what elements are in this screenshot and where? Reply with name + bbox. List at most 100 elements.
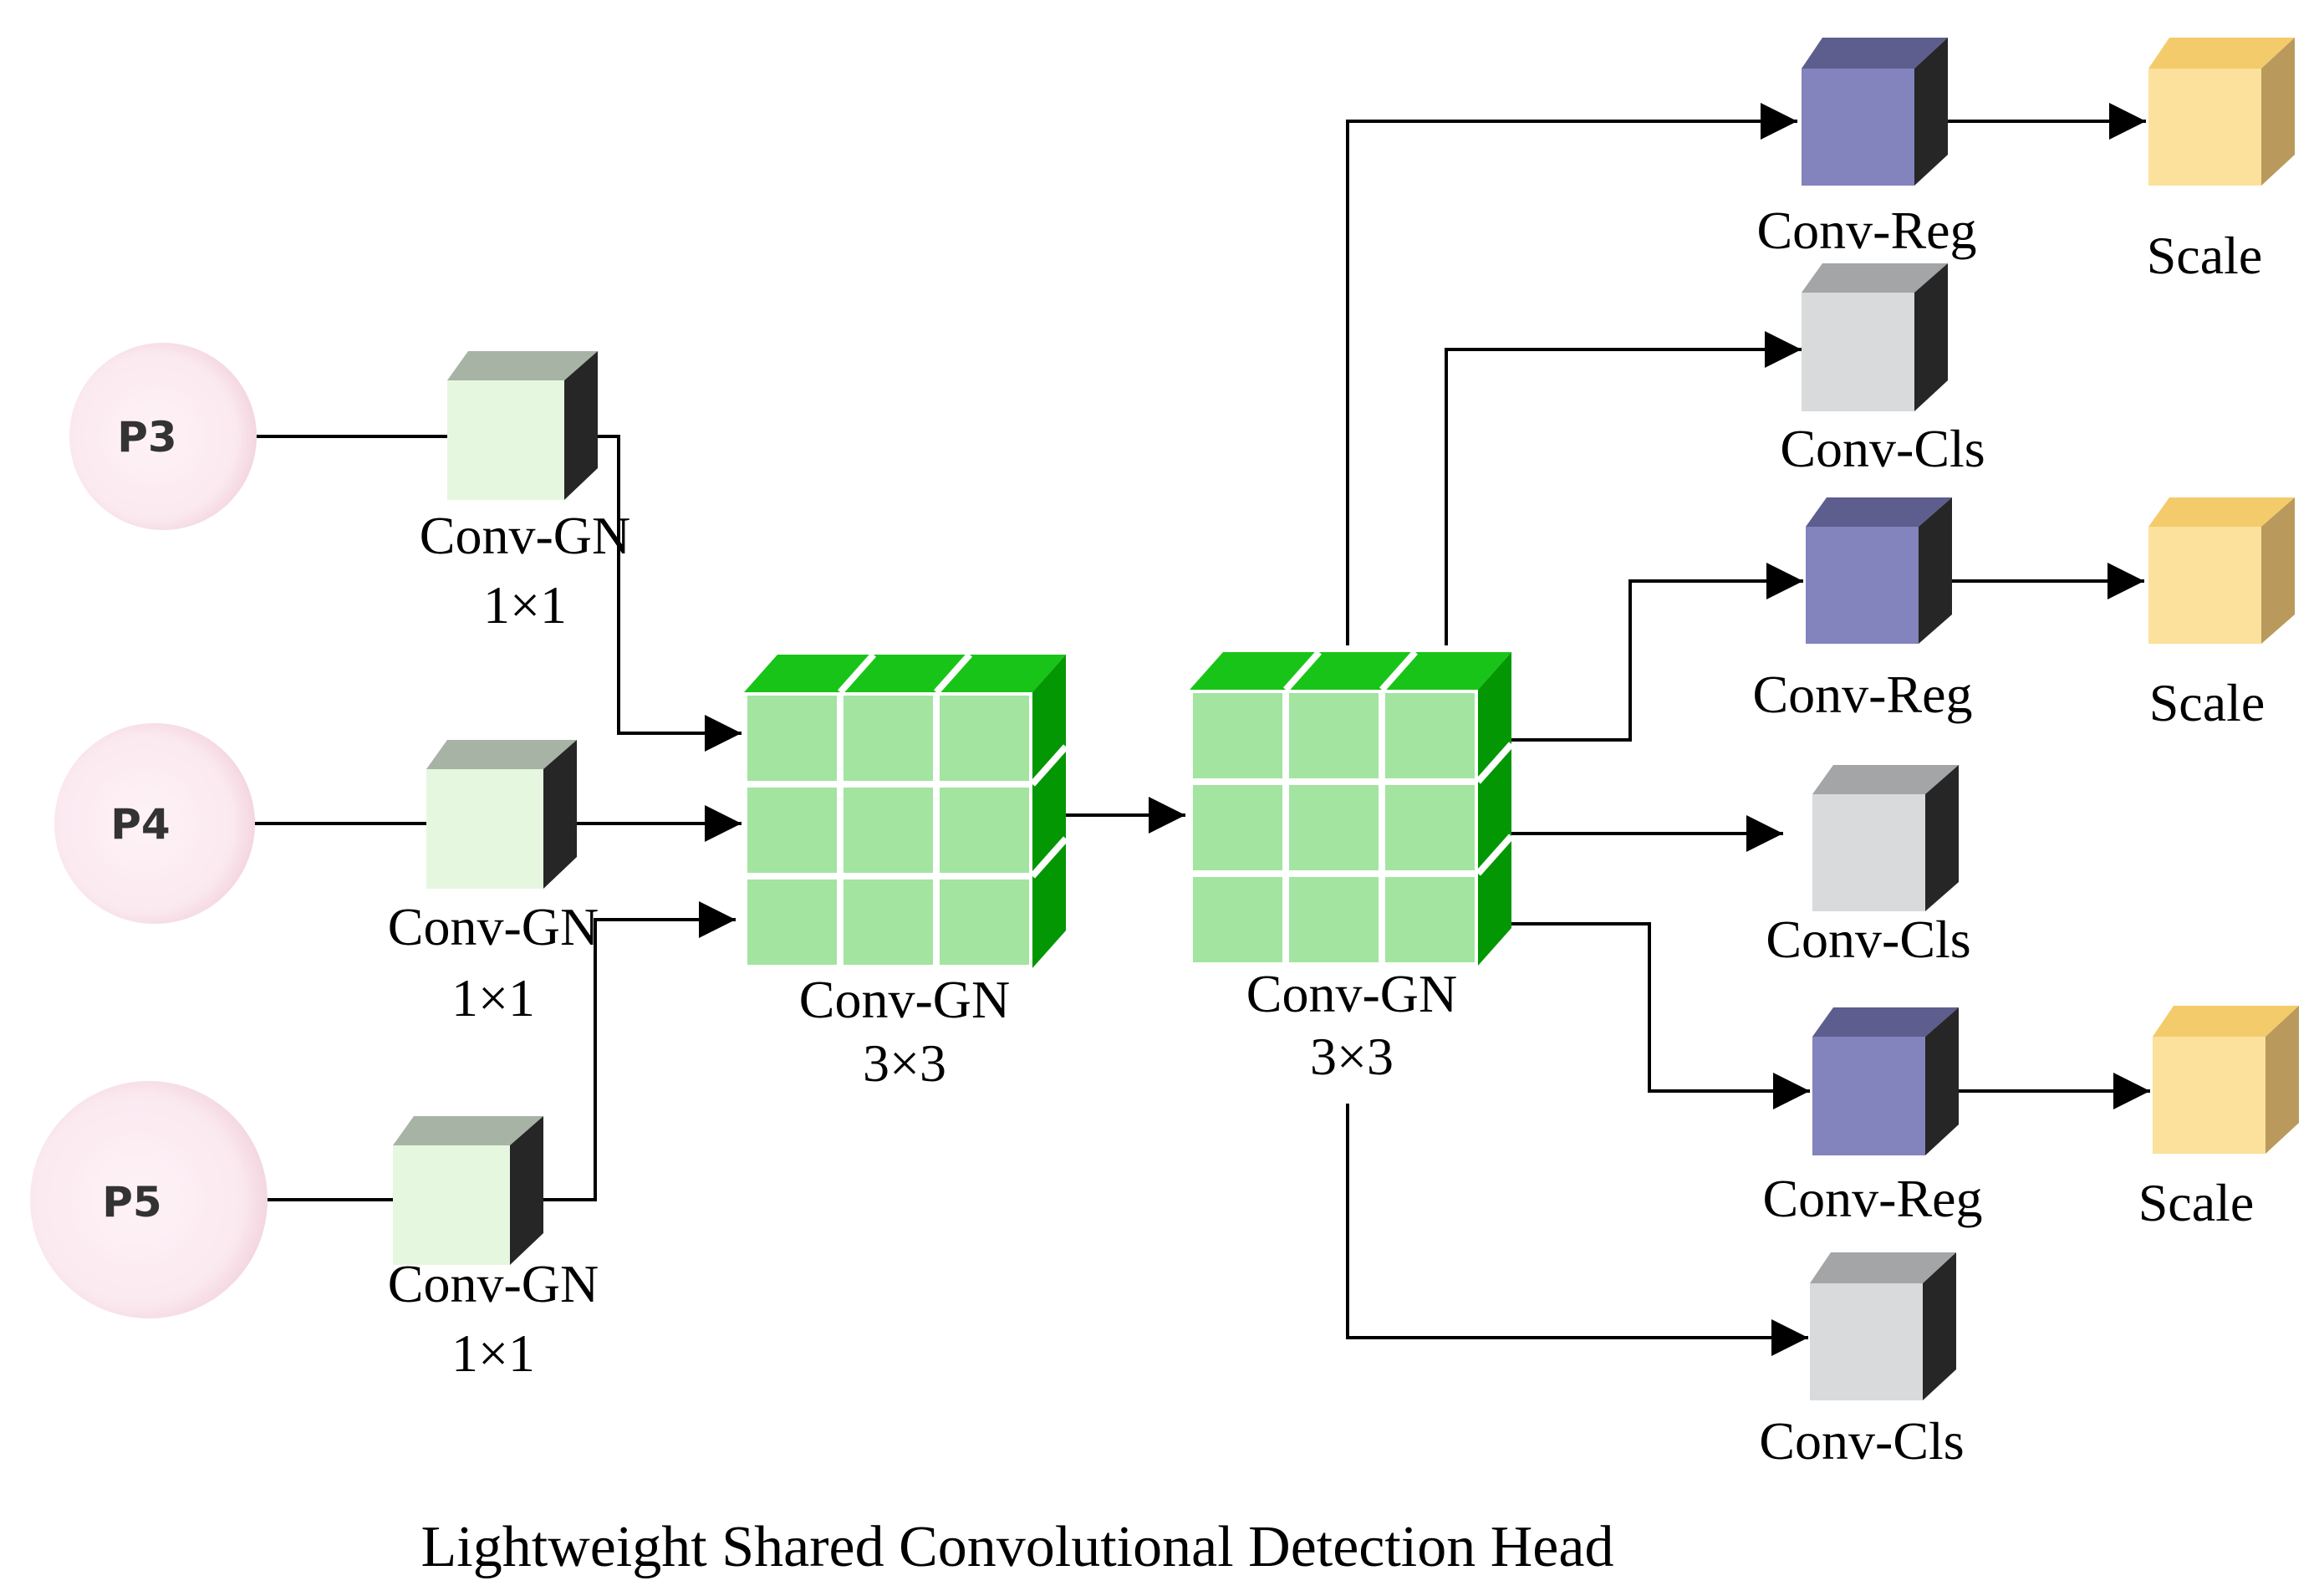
cube-side [1925, 1007, 1959, 1155]
cube-front [1810, 1283, 1923, 1400]
block-cell [940, 880, 1029, 965]
line-block2-to-reg1 [1346, 103, 1797, 645]
cube-side [543, 740, 577, 889]
block-cell [747, 880, 837, 965]
cube-front [1812, 794, 1925, 911]
conv1x1-1-name: Conv-GN [420, 506, 630, 565]
block-top-divider [1379, 650, 1418, 692]
line-block2-to-cls1 [1445, 331, 1802, 645]
cube-top [2153, 1006, 2299, 1037]
cube-front [426, 769, 543, 889]
input-circles: P3 P4 P5 [30, 343, 268, 1318]
line-block2-to-reg2 [1509, 563, 1803, 742]
input-circle-p4 [54, 723, 255, 924]
input-circle-p3 [69, 343, 257, 530]
input-label-p3: P3 [117, 413, 176, 461]
block-cell [1385, 785, 1475, 870]
block-top-divider [1283, 650, 1322, 692]
cube-side [2261, 497, 2295, 644]
cube-top [393, 1116, 543, 1145]
block-cell [1289, 877, 1379, 962]
line-conv3-to-block1 [543, 901, 736, 1201]
block-side-face [1478, 652, 1511, 966]
conv-reg-cube-2 [1806, 497, 1952, 644]
conv1x1-cube-1 [447, 351, 598, 500]
cube-top [2148, 497, 2295, 527]
conv-reg-cube-3 [1812, 1007, 1959, 1155]
labels: Conv-GN 1×1 Conv-GN 1×1 Conv-GN 1×1 Conv… [388, 201, 2265, 1579]
block-cell [1193, 785, 1282, 870]
cube-top [1806, 497, 1952, 527]
cube-front [1812, 1037, 1925, 1155]
line-conv1-to-block1 [595, 435, 742, 752]
conv3x3-1-name: Conv-GN [799, 970, 1010, 1029]
block-top-face [1190, 652, 1511, 690]
conv3x3-block-1 [744, 652, 1068, 968]
cube-front [393, 1145, 510, 1265]
cube-top [1810, 1252, 1956, 1283]
cls-3-label: Conv-Cls [1759, 1411, 1964, 1471]
conv1x1-cube-3 [393, 1116, 543, 1265]
cube-side [2261, 38, 2295, 186]
block-cell [844, 880, 933, 965]
block-side-divider [1030, 836, 1068, 879]
block-side-divider [1475, 742, 1514, 784]
cube-top [2148, 38, 2295, 69]
conv1x1-3-name: Conv-GN [388, 1254, 599, 1313]
cube-side [564, 351, 598, 500]
cube-top [1812, 1007, 1959, 1037]
conv1x1-cubes [393, 351, 598, 1265]
block-top-face [744, 655, 1066, 692]
cube-front [1802, 69, 1914, 186]
cube-front [2148, 527, 2261, 644]
block-top-divider [934, 652, 972, 695]
conv3x3-2-kernel: 3×3 [1310, 1027, 1394, 1086]
conv-cls-cube-3 [1810, 1252, 1956, 1400]
scale-2-label: Scale [2149, 673, 2265, 732]
head-cubes [1802, 38, 2299, 1400]
cube-top [1812, 765, 1959, 794]
reg-1-label: Conv-Reg [1756, 201, 1976, 260]
scale-1-label: Scale [2147, 226, 2263, 285]
scale-cube-1 [2148, 38, 2295, 186]
conv-cls-cube-1 [1802, 263, 1948, 411]
cube-side [1925, 765, 1959, 911]
input-node-p3: P3 [69, 343, 257, 530]
block-top-divider [838, 652, 876, 695]
conv-cls-cube-2 [1812, 765, 1959, 911]
reg-3-label: Conv-Reg [1762, 1169, 1982, 1228]
cube-front [447, 380, 564, 500]
conv1x1-3-kernel: 1×1 [451, 1323, 535, 1383]
scale-cube-2 [2148, 497, 2295, 644]
block-side-divider [1475, 834, 1514, 876]
line-block2-to-reg3 [1509, 922, 1810, 1109]
input-node-p4: P4 [54, 723, 255, 924]
block-cell [1385, 877, 1475, 962]
cls-1-label: Conv-Cls [1780, 419, 1985, 478]
cube-front [2148, 69, 2261, 186]
block-cell [1289, 693, 1379, 778]
block-cell [940, 696, 1029, 781]
cls-2-label: Conv-Cls [1766, 910, 1970, 969]
block-cell [1289, 785, 1379, 870]
block-cell [940, 788, 1029, 873]
conv3x3-2-name: Conv-GN [1246, 964, 1457, 1023]
cube-side [2265, 1006, 2299, 1154]
scale-3-label: Scale [2138, 1173, 2255, 1232]
input-label-p5: P5 [102, 1178, 161, 1226]
block-cell [1385, 693, 1475, 778]
cube-side [1914, 263, 1948, 411]
block-cell [747, 788, 837, 873]
block-cell [1193, 693, 1282, 778]
input-label-p4: P4 [110, 800, 170, 849]
block-side-face [1032, 655, 1066, 968]
block-cell [844, 696, 933, 781]
cube-front [1802, 293, 1914, 411]
cube-top [1802, 263, 1948, 293]
input-circle-p5 [30, 1081, 268, 1318]
cube-top [447, 351, 598, 380]
block-cell [1193, 877, 1282, 962]
scale-cube-3 [2153, 1006, 2299, 1154]
block-cell [747, 696, 837, 781]
